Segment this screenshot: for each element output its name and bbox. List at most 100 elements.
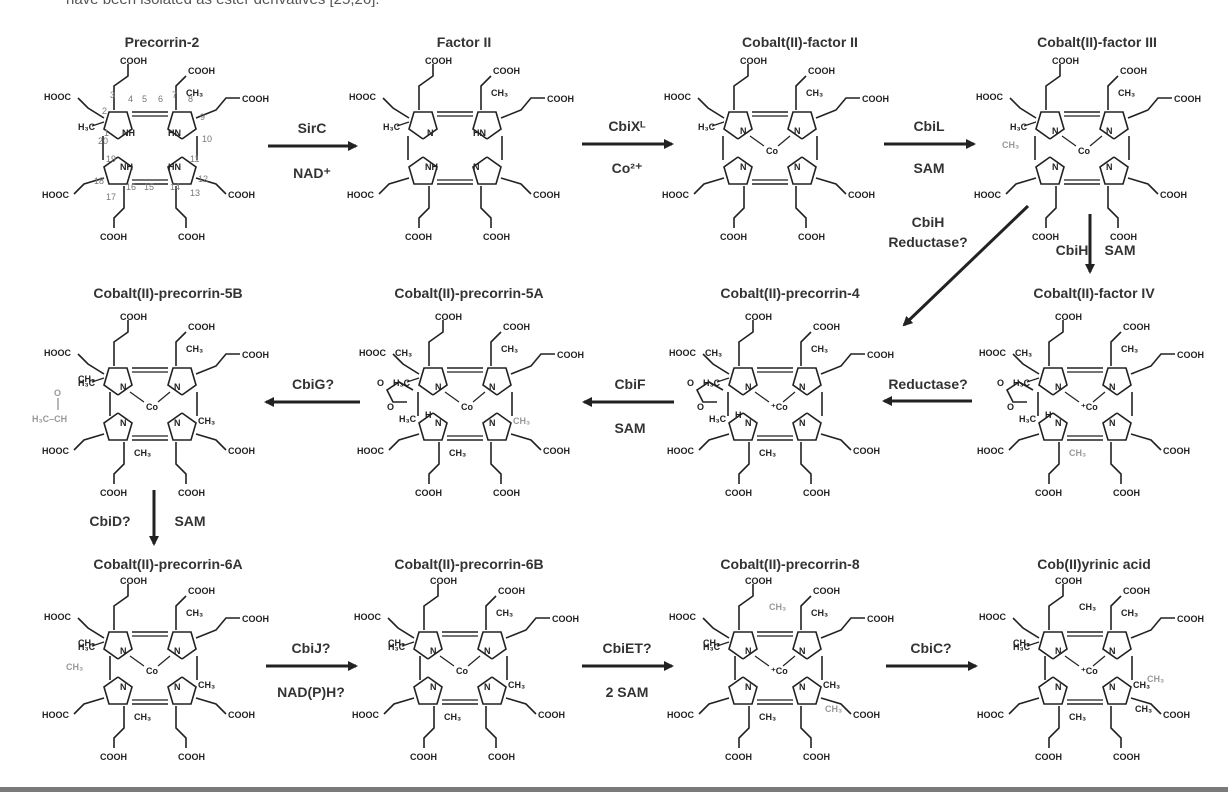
nitrogen-label: HN <box>168 128 181 138</box>
ring-a <box>418 367 448 396</box>
propionate-chain <box>113 442 125 484</box>
nitrogen-label: N <box>1052 126 1059 136</box>
cofactor-label: 2 SAM <box>606 684 649 700</box>
footer-divider <box>0 787 1228 792</box>
acetate-chain <box>73 433 105 451</box>
propionate-chain <box>738 584 754 630</box>
lactone-ring <box>385 381 414 403</box>
compound-cofactor4: Cobalt(II)-factor IVCOOHHOOCCOOHCOOHCH₃C… <box>977 285 1204 498</box>
compound-name: Cob(II)yrinic acid <box>1037 556 1151 572</box>
cooh-label: COOH <box>1113 752 1140 762</box>
acetate-chain <box>382 97 410 119</box>
compound-cofactor3: Cobalt(II)-factor IIICOOHHOOCCOOHCOOHCH₃… <box>974 34 1201 242</box>
hooc-label: HOOC <box>977 446 1005 456</box>
methyl-label: CH₃ <box>186 88 203 98</box>
propionate-chain <box>733 64 749 110</box>
nitrogen-label: N <box>484 682 491 692</box>
methyl-label: CH₃ <box>769 602 786 612</box>
cooh-label: COOH <box>242 350 269 360</box>
propionate-chain <box>113 320 129 366</box>
propionate-chain <box>423 584 439 630</box>
nitrogen-label: N <box>740 162 747 172</box>
cooh-label: COOH <box>1035 488 1062 498</box>
ring-numbering: 10 <box>202 134 212 144</box>
ring-c <box>1102 412 1132 441</box>
nitrogen-label: HN <box>473 128 486 138</box>
cooh-label: COOH <box>188 322 215 332</box>
acetate-chain <box>697 97 725 119</box>
acetate-chain <box>73 177 105 195</box>
reaction-cbij: CbiJ?NAD(P)H? <box>266 640 358 700</box>
ring-a <box>103 367 133 396</box>
acetate-chain <box>820 433 852 451</box>
propionate-chain <box>738 320 754 366</box>
ring-b <box>1099 111 1129 140</box>
hooc-label: HOOC <box>357 446 385 456</box>
propionate-chain <box>505 617 550 639</box>
methyl-label: CH₃ <box>1121 344 1138 354</box>
propionate-chain <box>175 442 187 484</box>
propionate-chain <box>1127 97 1172 119</box>
ring-a <box>1038 367 1068 396</box>
ring-d <box>418 412 448 441</box>
ring-b <box>167 111 197 140</box>
methyl-label: CH₃ <box>811 344 828 354</box>
hooc-label: HOOC <box>42 710 70 720</box>
coordination-bond <box>467 655 481 667</box>
acetate-chain <box>800 595 812 630</box>
acetate-chain <box>800 331 812 366</box>
nitrogen-label: N <box>1106 162 1113 172</box>
ring-c <box>792 676 822 705</box>
cooh-label: COOH <box>1123 322 1150 332</box>
methyl-label: H₃C <box>388 642 406 652</box>
cooh-label: COOH <box>740 56 767 66</box>
methyl-label: H₃C <box>709 414 727 424</box>
cooh-label: COOH <box>488 752 515 762</box>
coordination-bond <box>777 135 791 147</box>
cooh-label: COOH <box>1160 190 1187 200</box>
enzyme-label: SirC <box>298 120 327 136</box>
methyl-label: H₃C <box>698 122 716 132</box>
nitrogen-label: N <box>740 126 747 136</box>
acetate-chain <box>1008 433 1040 451</box>
acetate-chain <box>1130 433 1162 451</box>
coordination-bond <box>1064 391 1080 403</box>
propionate-chain <box>418 186 430 228</box>
ring-c <box>167 676 197 705</box>
hooc-label: HOOC <box>667 446 695 456</box>
ring-numbering: 13 <box>190 188 200 198</box>
acetate-chain <box>505 697 537 715</box>
ring-b <box>787 111 817 140</box>
compound-precorrin2: Precorrin-2COOHHOOCCOOHCOOHCH₃COOHCOOHHO… <box>42 34 269 242</box>
ring-b <box>482 367 512 396</box>
methyl-label: CH₃ <box>1135 704 1152 714</box>
cobalt-label: Co <box>456 666 468 676</box>
methyl-label: H₃C <box>703 642 721 652</box>
methyl-label: H₃C <box>78 642 96 652</box>
nitrogen-label: N <box>484 646 491 656</box>
oxygen-label: O <box>697 402 704 412</box>
propionate-chain <box>418 64 434 110</box>
coordination-bond <box>782 655 796 667</box>
propionate-chain <box>195 617 240 639</box>
nitrogen-label: N <box>1052 162 1059 172</box>
methyl-label: CH₃ <box>1121 608 1138 618</box>
ring-d <box>408 156 438 185</box>
cooh-label: COOH <box>405 232 432 242</box>
cobalt-label: ⁺Co <box>771 402 788 412</box>
cooh-label: COOH <box>178 752 205 762</box>
cooh-label: COOH <box>547 94 574 104</box>
methyl-label: CH₃ <box>1118 88 1135 98</box>
ring-numbering: 3 <box>110 90 115 100</box>
methyl-bond <box>711 121 725 127</box>
acetate-chain <box>795 75 807 110</box>
methyl-bond <box>1026 377 1040 383</box>
ring-c <box>1102 676 1132 705</box>
ring-numbering: 19 <box>106 154 116 164</box>
coordination-bond <box>444 391 460 403</box>
ring-b <box>167 367 197 396</box>
